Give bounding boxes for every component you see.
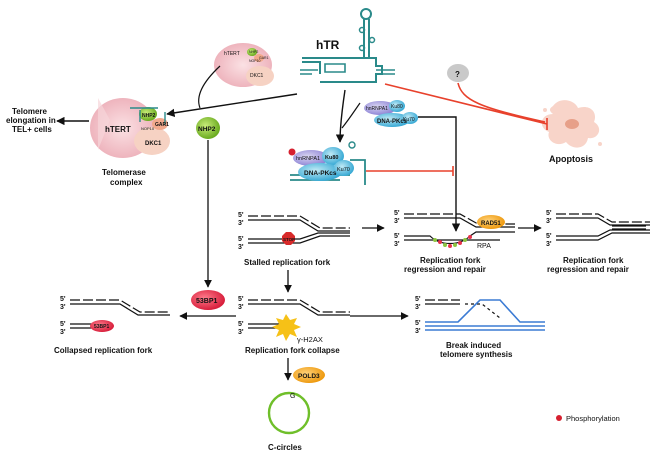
- collapsed-3-bottom: 3': [60, 329, 66, 336]
- telomerase-complex-shape: [90, 98, 170, 158]
- c-circle-g-label: G: [290, 393, 295, 400]
- break-burst-icon: [272, 314, 301, 341]
- regression-3-bottom: 3': [394, 241, 400, 248]
- stop-sign-icon: [282, 232, 295, 245]
- small-dkc1-label: DKC1: [250, 73, 264, 79]
- collapsed-fork-strands: [70, 299, 170, 329]
- regression-3-top: 3': [394, 218, 400, 225]
- regression-5-bottom: 5': [394, 233, 400, 240]
- stalled-3-top: 3': [238, 220, 244, 227]
- nhp2-node: [196, 117, 220, 139]
- collapse-3-top: 3': [238, 304, 244, 311]
- ku80-middle-label: Ku80: [325, 155, 338, 161]
- hnrnpa1-middle-label: hnRNPA1: [296, 156, 320, 162]
- htr-rna-structure: [300, 8, 395, 83]
- regression2-3-top: 3': [546, 218, 552, 225]
- nhp2-node-label: NHP2: [198, 126, 216, 133]
- collapse-fork-strands: [248, 299, 350, 329]
- small-nhp2-label: NHP2: [249, 50, 258, 54]
- collapse-label: Replication fork collapse: [245, 346, 340, 355]
- rad51-label: RAD51: [481, 221, 501, 227]
- unknown-apoptosis-inhibit-line: [457, 82, 546, 123]
- htr-to-telomerase-arrow: [166, 93, 298, 118]
- stalled-fork-strands: [248, 215, 350, 244]
- stalled-fork-label: Stalled replication fork: [244, 258, 331, 267]
- htr-apoptosis-inhibit-line: [384, 83, 548, 125]
- small-nop10-label: NOP10: [249, 59, 261, 63]
- small-htert-label: hTERT: [224, 51, 240, 57]
- elongation-label-line1: Telomere: [12, 107, 48, 116]
- apoptosis-cell-icon: [541, 100, 602, 148]
- bits-5-bottom: 5': [415, 320, 421, 327]
- bits-label-line1: Break induced: [446, 341, 501, 350]
- 53bp1-small-node: [90, 320, 114, 332]
- phosphorylation-legend-dot: [556, 415, 562, 421]
- 53bp1-node: [191, 290, 225, 310]
- ku70-upper-label: Ku70: [403, 117, 415, 123]
- regression2-label-line1: Replication fork: [563, 256, 624, 265]
- regression2-label-line2: regression and repair: [547, 265, 629, 274]
- regression2-3-bottom: 3': [546, 241, 552, 248]
- stalled-5-top: 5': [238, 212, 244, 219]
- regression2-5-bottom: 5': [546, 233, 552, 240]
- collapsed-5-top: 5': [60, 296, 66, 303]
- hnrnp-complex-upper: [364, 100, 418, 127]
- stalled-3-bottom: 3': [238, 244, 244, 251]
- unknown-factor-shape: [447, 64, 469, 82]
- collapsed-5-bottom: 5': [60, 321, 66, 328]
- nhp2-label: NHP2: [142, 113, 156, 119]
- bits-3-bottom: 3': [415, 328, 421, 335]
- bits-3-top: 3': [415, 304, 421, 311]
- collapsed-3-top: 3': [60, 304, 66, 311]
- bits-strands: [425, 299, 545, 331]
- regression-5-top: 5': [394, 210, 400, 217]
- unknown-factor-label: ?: [455, 70, 460, 79]
- dkc1-label: DKC1: [145, 141, 162, 147]
- nop10-label: NOP10: [141, 126, 155, 131]
- stalled-5-bottom: 5': [238, 236, 244, 243]
- gar1-label: GAR1: [155, 122, 169, 128]
- ku70-middle-label: Ku70: [337, 167, 350, 173]
- small-telomerase-cluster: [214, 43, 274, 87]
- stop-label: STOP: [283, 237, 295, 242]
- 53bp1-small-label: 53BP1: [94, 324, 110, 330]
- small-gar1-label: GAR1: [259, 56, 269, 60]
- rpa-label: RPA: [477, 243, 491, 250]
- collapse-5-bottom: 5': [238, 321, 244, 328]
- pold3-label: POLD3: [298, 373, 320, 380]
- regression1-label-line1: Replication fork: [420, 256, 481, 265]
- c-circle-icon: [267, 391, 311, 435]
- 53bp1-node-label: 53BP1: [196, 298, 218, 305]
- apoptosis-label: Apoptosis: [549, 154, 593, 164]
- elongation-label-line3: TEL+ cells: [12, 125, 52, 134]
- phosphorylation-legend-label: Phosphorylation: [566, 414, 620, 423]
- dna-pkcs-middle-label: DNA-PKcs: [304, 170, 337, 177]
- h2ax-label: γ-H2AX: [297, 335, 323, 344]
- collapse-3-bottom: 3': [238, 329, 244, 336]
- elongation-label-line2: elongation in: [6, 116, 56, 125]
- hnrnp-complex-middle: [288, 141, 366, 185]
- ku80-upper-label: Ku80: [391, 104, 403, 110]
- bits-5-top: 5': [415, 296, 421, 303]
- hnrnpa1-upper-label: hnRNPA1: [366, 106, 388, 112]
- collapsed-label: Collapsed replication fork: [54, 346, 153, 355]
- hnrnp-to-rpa-arrow: [418, 116, 461, 232]
- htr-to-hnrnp-arrow: [335, 89, 346, 143]
- collapse-5-top: 5': [238, 296, 244, 303]
- regression2-5-top: 5': [546, 210, 552, 217]
- ccircles-label: C-circles: [268, 443, 302, 452]
- pold3-node: [293, 367, 325, 383]
- dna-pkcs-upper-label: DNA-PKcs: [377, 119, 408, 125]
- rpa-dots: [433, 235, 472, 248]
- rad51-node: [477, 215, 505, 229]
- telomerase-complex-label-line1: Telomerase: [102, 168, 146, 177]
- regression2-fork-strands: [556, 213, 650, 241]
- htert-label: hTERT: [105, 125, 131, 134]
- htr-label: hTR: [316, 38, 340, 52]
- telomerase-complex-label-line2: complex: [110, 178, 143, 187]
- regression1-label-line2: regression and repair: [404, 265, 486, 274]
- bits-label-line2: telomere synthesis: [440, 350, 513, 359]
